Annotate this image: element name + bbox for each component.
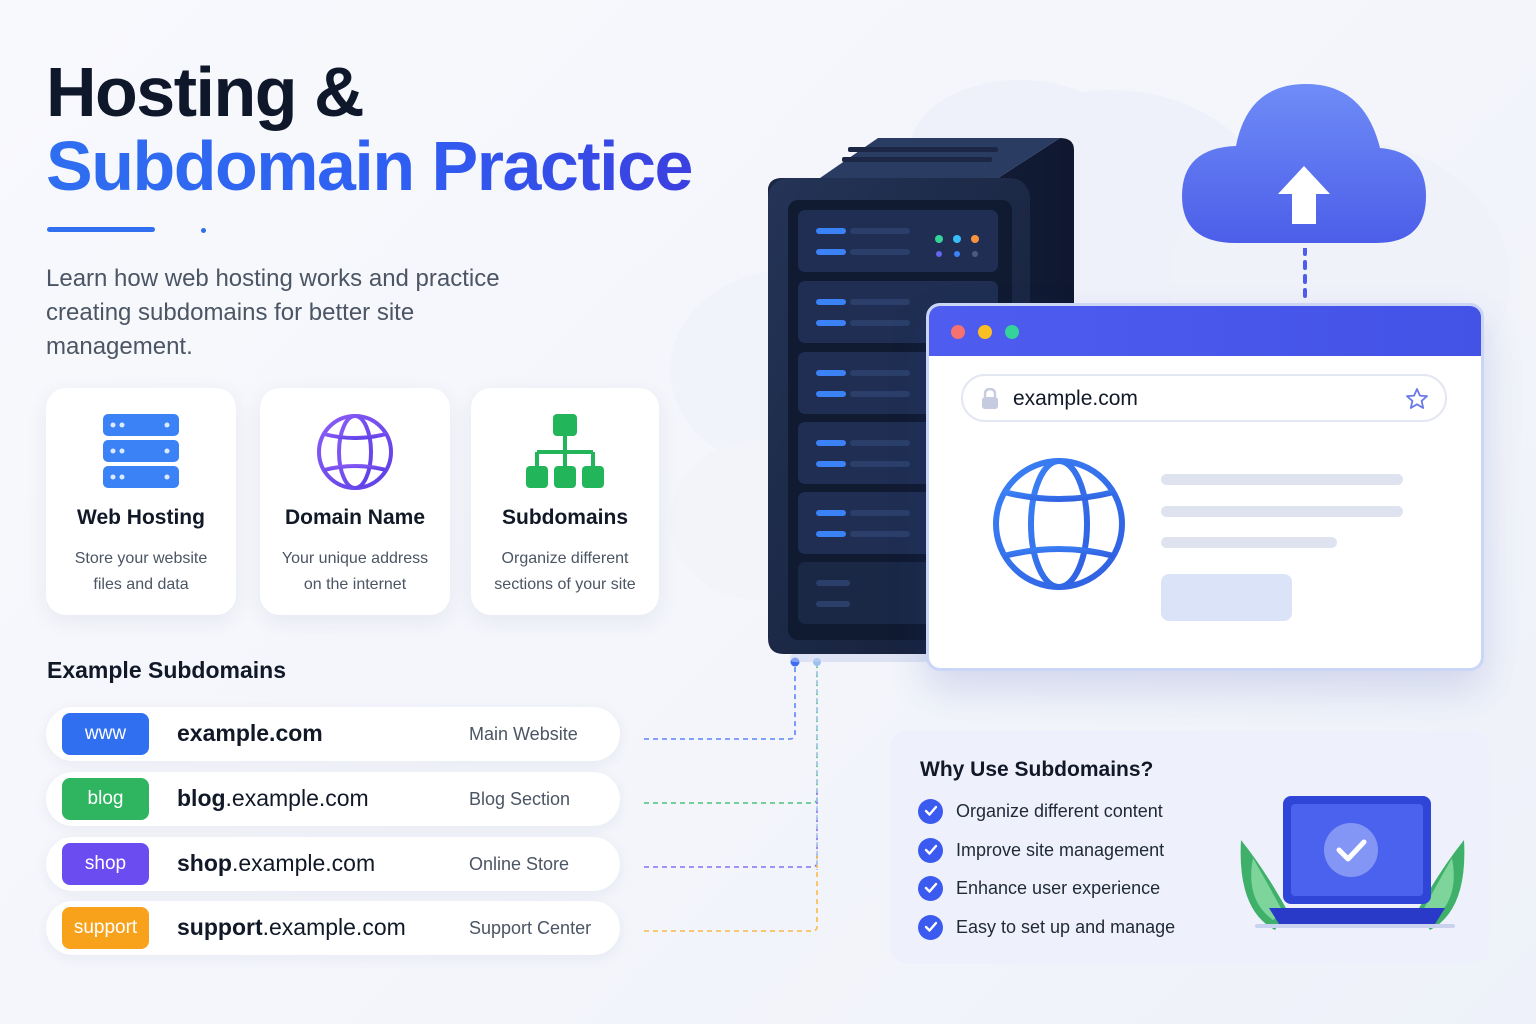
bookmark-star-icon[interactable] xyxy=(1405,387,1429,411)
subdomain-purpose: Online Store xyxy=(469,854,570,874)
intro-paragraph: Learn how web hosting works and practice… xyxy=(46,265,500,360)
feature-description-line: files and data xyxy=(93,576,189,593)
address-bar[interactable]: example.com xyxy=(961,374,1447,422)
feature-description-line: on the internet xyxy=(303,576,407,593)
globe-icon xyxy=(317,414,393,490)
window-maximize-dot[interactable] xyxy=(1005,325,1019,339)
title-underline-dot xyxy=(201,228,206,233)
benefit-text: Easy to set up and manage xyxy=(956,916,1176,937)
laptop-check-illustration xyxy=(1240,796,1465,930)
subdomain-address: example.com xyxy=(177,720,323,747)
content-placeholder-line xyxy=(1161,537,1337,548)
subdomain-tag: shop xyxy=(62,843,149,885)
browser-window: example.com xyxy=(926,303,1484,671)
server-tower-illustration xyxy=(768,138,1074,662)
window-close-dot[interactable] xyxy=(951,325,965,339)
why-subdomains-panel: Why Use Subdomains? Organize different c… xyxy=(890,730,1490,964)
subdomain-address: support.example.com xyxy=(177,914,406,941)
connector-lines xyxy=(644,657,821,932)
subdomain-address: shop.example.com xyxy=(177,850,375,877)
subdomain-prefix: blog xyxy=(177,785,226,811)
feature-card-web-hosting: Web Hosting Store your website files and… xyxy=(46,388,236,615)
subdomain-row-support: support support.example.com Support Cent… xyxy=(46,901,620,955)
subdomain-tag: blog xyxy=(62,778,149,820)
feature-title: Subdomains xyxy=(501,506,628,529)
subdomain-purpose: Blog Section xyxy=(469,789,571,809)
page-title-line-1: Hosting & xyxy=(46,53,365,131)
page-title-line-2: Subdomain Practice xyxy=(46,127,693,205)
window-minimize-dot[interactable] xyxy=(978,325,992,339)
globe-icon xyxy=(993,458,1125,590)
feature-description-line: Store your website xyxy=(74,550,208,567)
feature-title: Domain Name xyxy=(284,506,426,529)
example-subdomains-heading: Example Subdomains xyxy=(47,657,287,683)
subdomain-address: blog.example.com xyxy=(177,785,369,812)
checkmark-icon xyxy=(918,798,943,824)
benefit-text: Organize different content xyxy=(956,800,1163,821)
subdomain-root: .example.com xyxy=(231,850,376,876)
benefit-text: Enhance user experience xyxy=(956,877,1161,898)
address-bar-url: example.com xyxy=(1013,387,1138,410)
browser-titlebar xyxy=(929,306,1481,356)
feature-description-line: Your unique address xyxy=(281,550,429,567)
subdomain-purpose: Support Center xyxy=(469,918,592,938)
feature-description: Store your website files and data xyxy=(56,546,226,598)
benefit-text: Improve site management xyxy=(956,839,1165,860)
checkmark-icon xyxy=(918,875,943,901)
subdomain-row-blog: blog blog.example.com Blog Section xyxy=(46,772,620,826)
subdomain-root: .example.com xyxy=(262,914,406,940)
subdomain-tag: www xyxy=(62,713,149,755)
hierarchy-icon xyxy=(526,414,604,488)
feature-title: Web Hosting xyxy=(77,506,205,529)
subdomain-root: .example.com xyxy=(225,785,369,811)
subdomain-purpose: Main Website xyxy=(469,724,578,744)
feature-description-line: sections of your site xyxy=(494,576,636,593)
server-stack-icon xyxy=(103,414,179,488)
title-underline xyxy=(47,227,155,232)
subdomain-prefix: support xyxy=(177,914,263,940)
subdomain-tag: support xyxy=(62,907,149,949)
subdomain-row-www: www example.com Main Website xyxy=(46,707,620,761)
feature-description: Your unique address on the internet xyxy=(270,546,440,598)
content-placeholder-line xyxy=(1161,474,1403,485)
benefit-item: Organize different content xyxy=(918,798,1163,824)
why-subdomains-title: Why Use Subdomains? xyxy=(920,758,1154,781)
content-placeholder-button xyxy=(1161,574,1292,621)
subdomain-row-shop: shop shop.example.com Online Store xyxy=(46,837,620,891)
feature-description: Organize different sections of your site xyxy=(481,546,649,598)
lock-icon xyxy=(982,388,998,409)
cloud-connector xyxy=(1303,248,1307,306)
checkmark-icon xyxy=(918,837,943,863)
subdomain-prefix: example.com xyxy=(177,720,323,746)
content-placeholder-line xyxy=(1161,506,1403,517)
cloud-upload-icon xyxy=(1182,84,1426,243)
benefit-item: Enhance user experience xyxy=(918,875,1160,901)
benefit-item: Improve site management xyxy=(918,837,1164,863)
subdomain-prefix: shop xyxy=(177,850,232,876)
feature-card-subdomains: Subdomains Organize different sections o… xyxy=(471,388,659,615)
feature-description-line: Organize different xyxy=(501,550,629,567)
benefit-item: Easy to set up and manage xyxy=(918,914,1175,940)
checkmark-icon xyxy=(918,914,943,940)
feature-card-domain-name: Domain Name Your unique address on the i… xyxy=(260,388,450,615)
